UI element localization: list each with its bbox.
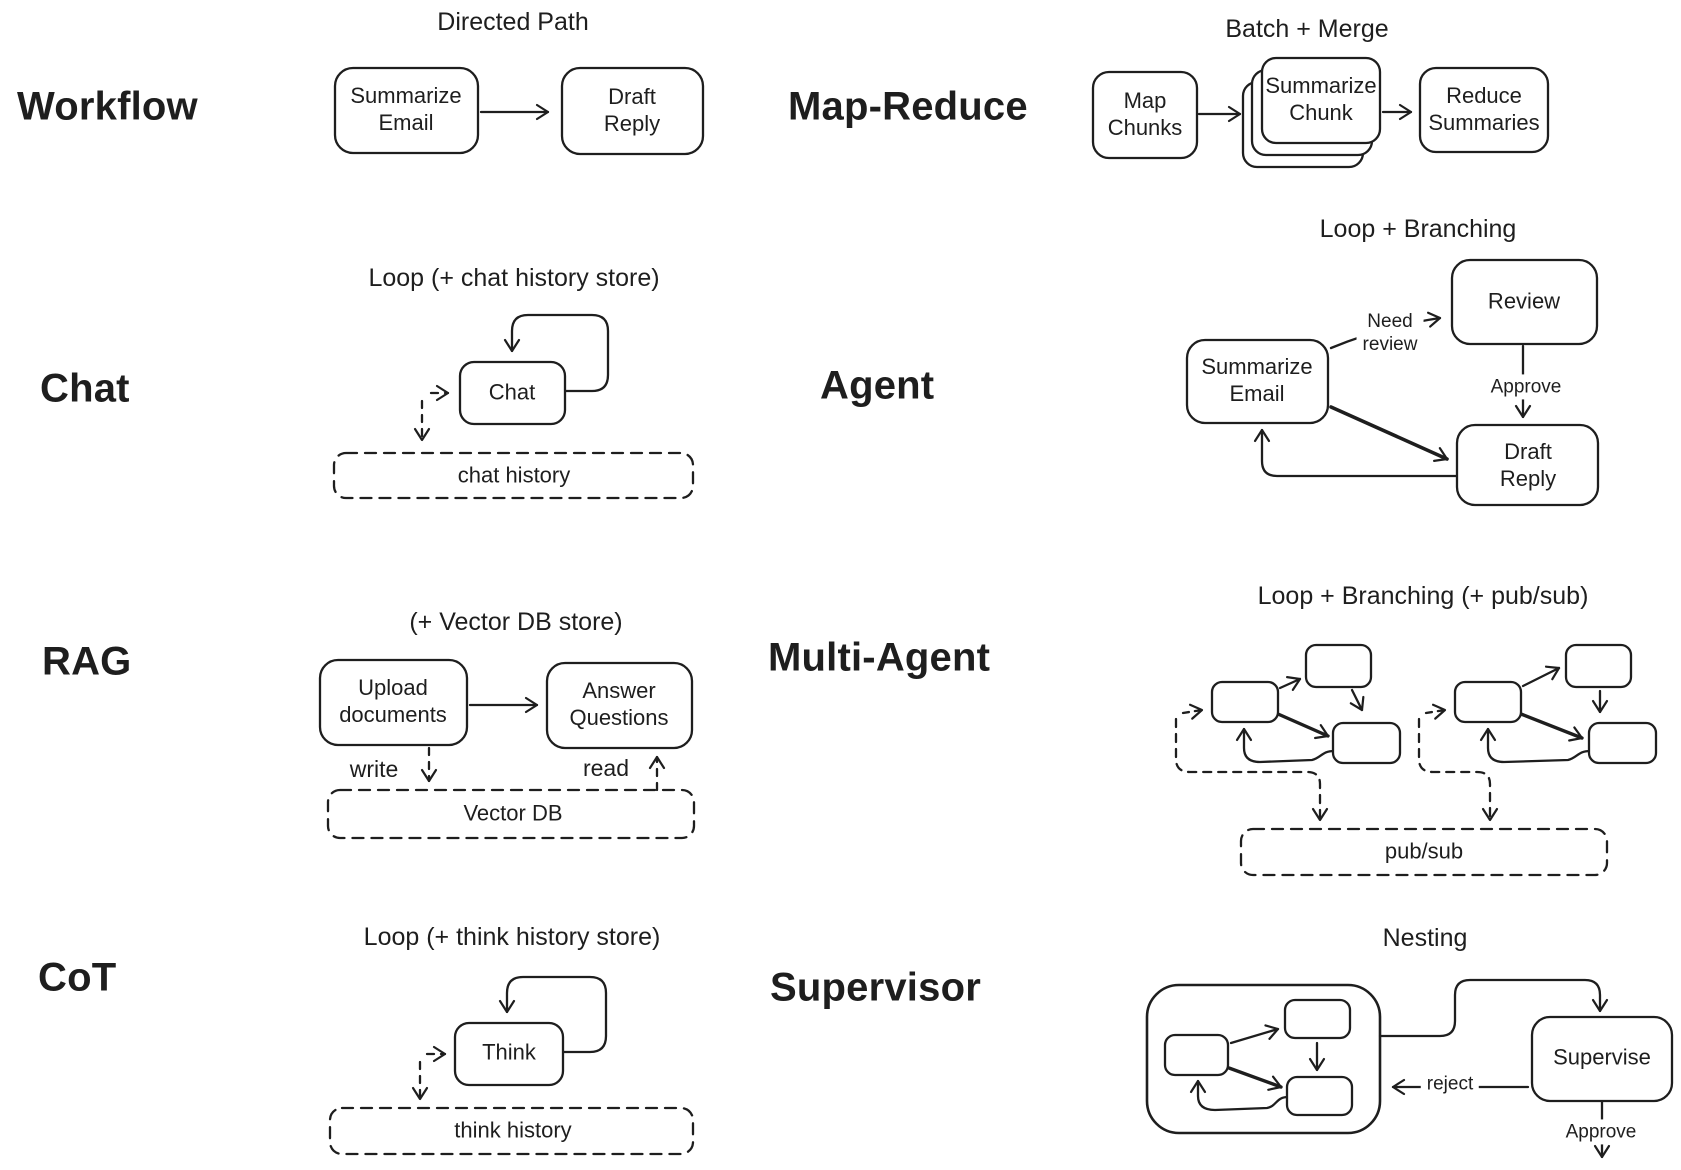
title-vector-db-store: (+ Vector DB store) bbox=[409, 607, 623, 636]
rag-upload-documents-text: Upload documents bbox=[339, 675, 447, 727]
title-chat-loop: Loop (+ chat history store) bbox=[368, 263, 660, 292]
title-loop-branching: Loop + Branching bbox=[1319, 214, 1517, 243]
row-label-map-reduce: Map-Reduce bbox=[788, 84, 1028, 129]
supervisor-inner-node-top bbox=[1283, 998, 1352, 1040]
rag-node-answer-questions bbox=[545, 661, 694, 750]
workflow-node-summarize-email bbox=[333, 66, 480, 155]
multiagent-b-edge-left-to-top bbox=[1521, 665, 1561, 688]
mapreduce-node-summarize-chunk bbox=[1260, 56, 1382, 145]
mapreduce-summarize-chunk-text: Summarize Chunk bbox=[1265, 73, 1377, 125]
chat-store-box bbox=[332, 451, 695, 500]
agent-edge-summarize-to-draft bbox=[1329, 405, 1449, 462]
multiagent-b-node-left bbox=[1453, 680, 1523, 724]
cot-store-box bbox=[328, 1106, 695, 1156]
row-label-rag: RAG bbox=[42, 639, 132, 684]
chat-history-text: chat history bbox=[457, 462, 571, 488]
title-think-loop: Loop (+ think history store) bbox=[363, 922, 661, 951]
supervisor-inner-loop-back bbox=[1189, 1079, 1290, 1112]
supervisor-inner-node-left bbox=[1163, 1033, 1230, 1077]
multiagent-b-node-top bbox=[1564, 643, 1633, 689]
multiagent-a-loop-back bbox=[1235, 727, 1336, 764]
rag-vector-db-text: Vector DB bbox=[463, 800, 563, 826]
supervisor-edge-container-to-supervise bbox=[1378, 978, 1609, 1038]
mapreduce-node-map-chunks bbox=[1091, 70, 1199, 160]
multiagent-b-edge-left-to-bottom bbox=[1519, 712, 1584, 742]
workflow-node-draft-reply bbox=[560, 66, 705, 156]
title-loop-branching-pubsub: Loop + Branching (+ pub/sub) bbox=[1257, 581, 1589, 610]
title-directed-path: Directed Path bbox=[437, 7, 589, 36]
agent-draft-reply-text: Draft Reply bbox=[1499, 439, 1557, 491]
row-label-agent: Agent bbox=[820, 363, 935, 408]
multiagent-a-node-top bbox=[1304, 643, 1373, 689]
chat-self-loop-arrow bbox=[503, 313, 610, 393]
row-label-chat: Chat bbox=[40, 366, 130, 411]
agent-node-summarize-email bbox=[1185, 338, 1330, 425]
row-label-supervisor: Supervisor bbox=[770, 965, 981, 1010]
agent-approve-label: Approve bbox=[1484, 374, 1568, 400]
cot-node-think bbox=[453, 1021, 565, 1087]
supervisor-node-supervise bbox=[1530, 1015, 1674, 1103]
mapreduce-reduce-summaries-text: Reduce Summaries bbox=[1428, 83, 1540, 135]
rag-store-box bbox=[326, 788, 696, 840]
supervisor-inner-edge-left-to-top bbox=[1229, 1024, 1280, 1045]
multiagent-a-node-left bbox=[1210, 680, 1280, 724]
chat-node-chat bbox=[458, 360, 567, 426]
mapreduce-node-reduce-summaries bbox=[1418, 66, 1550, 154]
supervisor-reject-label: reject bbox=[1420, 1071, 1480, 1097]
rag-node-upload-documents bbox=[318, 658, 469, 747]
agent-edge-loop-back bbox=[1253, 428, 1459, 478]
row-label-workflow: Workflow bbox=[17, 84, 198, 129]
agent-need-review-label: Need review bbox=[1356, 308, 1424, 358]
multiagent-a-edge-top-to-bottom bbox=[1349, 688, 1365, 712]
chat-node-text: Chat bbox=[488, 379, 536, 405]
title-batch-merge: Batch + Merge bbox=[1225, 14, 1389, 43]
rag-answer-questions-text: Answer Questions bbox=[569, 678, 669, 730]
multiagent-b-loop-back bbox=[1479, 727, 1592, 764]
supervisor-inner-node-bottom bbox=[1285, 1075, 1354, 1117]
cot-think-text: Think bbox=[482, 1039, 536, 1065]
multiagent-a-dashed-to-pubsub bbox=[1174, 717, 1329, 822]
multiagent-pubsub-text: pub/sub bbox=[1384, 838, 1464, 864]
supervisor-approve-label: Approve bbox=[1559, 1119, 1643, 1145]
multiagent-pubsub-box bbox=[1239, 827, 1609, 877]
cot-self-loop-arrow bbox=[498, 975, 608, 1054]
workflow-summarize-email-text: Summarize Email bbox=[350, 83, 462, 135]
agent-review-text: Review bbox=[1487, 288, 1561, 314]
multiagent-a-dashed-in-arrow bbox=[1181, 703, 1204, 720]
supervisor-supervise-text: Supervise bbox=[1553, 1044, 1651, 1070]
multiagent-b-dashed-in-arrow bbox=[1424, 703, 1447, 720]
rag-read-label: read bbox=[582, 754, 630, 781]
multiagent-a-edge-left-to-top bbox=[1278, 676, 1302, 691]
agent-node-draft-reply bbox=[1455, 423, 1600, 507]
title-nesting: Nesting bbox=[1382, 923, 1468, 952]
supervisor-inner-edge-left-to-bottom bbox=[1227, 1066, 1283, 1091]
workflow-draft-reply-text: Draft Reply bbox=[603, 84, 661, 136]
cot-think-history-text: think history bbox=[454, 1117, 572, 1143]
multiagent-b-node-bottom bbox=[1587, 721, 1658, 765]
row-label-multi-agent: Multi-Agent bbox=[768, 635, 991, 680]
multiagent-b-dashed-to-pubsub bbox=[1417, 717, 1499, 822]
mapreduce-map-chunks-text: Map Chunks bbox=[1107, 88, 1183, 140]
multiagent-a-node-bottom bbox=[1331, 721, 1402, 765]
rag-write-label: write bbox=[349, 755, 399, 782]
agent-summarize-email-text: Summarize Email bbox=[1201, 354, 1313, 406]
row-label-cot: CoT bbox=[38, 955, 117, 1000]
agent-node-review bbox=[1450, 258, 1599, 346]
multiagent-a-edge-left-to-bottom bbox=[1276, 712, 1330, 740]
